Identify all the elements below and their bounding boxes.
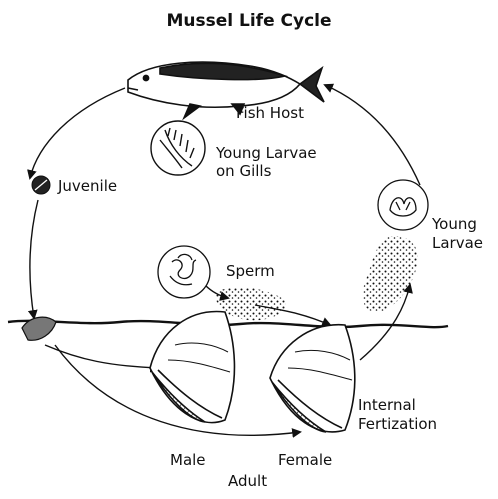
gills-larvae-illustration [151,121,205,175]
label-sperm: Sperm [226,262,275,280]
label-juvenile: Juvenile [57,177,117,195]
larvae-cloud [362,236,418,312]
sperm-illustration [158,246,210,298]
label-internal-fertization-1: Internal [358,396,416,414]
label-fish-host: Fish Host [236,104,304,122]
arrow-juvenile-to-male [45,345,158,368]
label-adult: Adult [228,472,267,490]
title: Mussel Life Cycle [166,11,331,31]
young-larvae-illustration [378,180,428,230]
label-young-larvae-gills-1: Young Larvae [215,144,317,162]
male-mussel-illustration [150,312,234,423]
female-mussel-illustration [270,325,355,432]
label-internal-fertization-2: Fertization [358,415,437,433]
arc-fish-to-juvenile [30,88,125,178]
label-young-larvae-1: Young [431,215,477,233]
label-young-larvae-2: Larvae [432,234,483,252]
label-female: Female [278,451,332,469]
label-male: Male [170,451,206,469]
arc-juvenile-to-bottom [30,200,38,318]
juvenile-illustration [32,176,50,194]
arc-larvae-to-fish [325,85,420,185]
label-young-larvae-gills-2: on Gills [216,162,272,180]
